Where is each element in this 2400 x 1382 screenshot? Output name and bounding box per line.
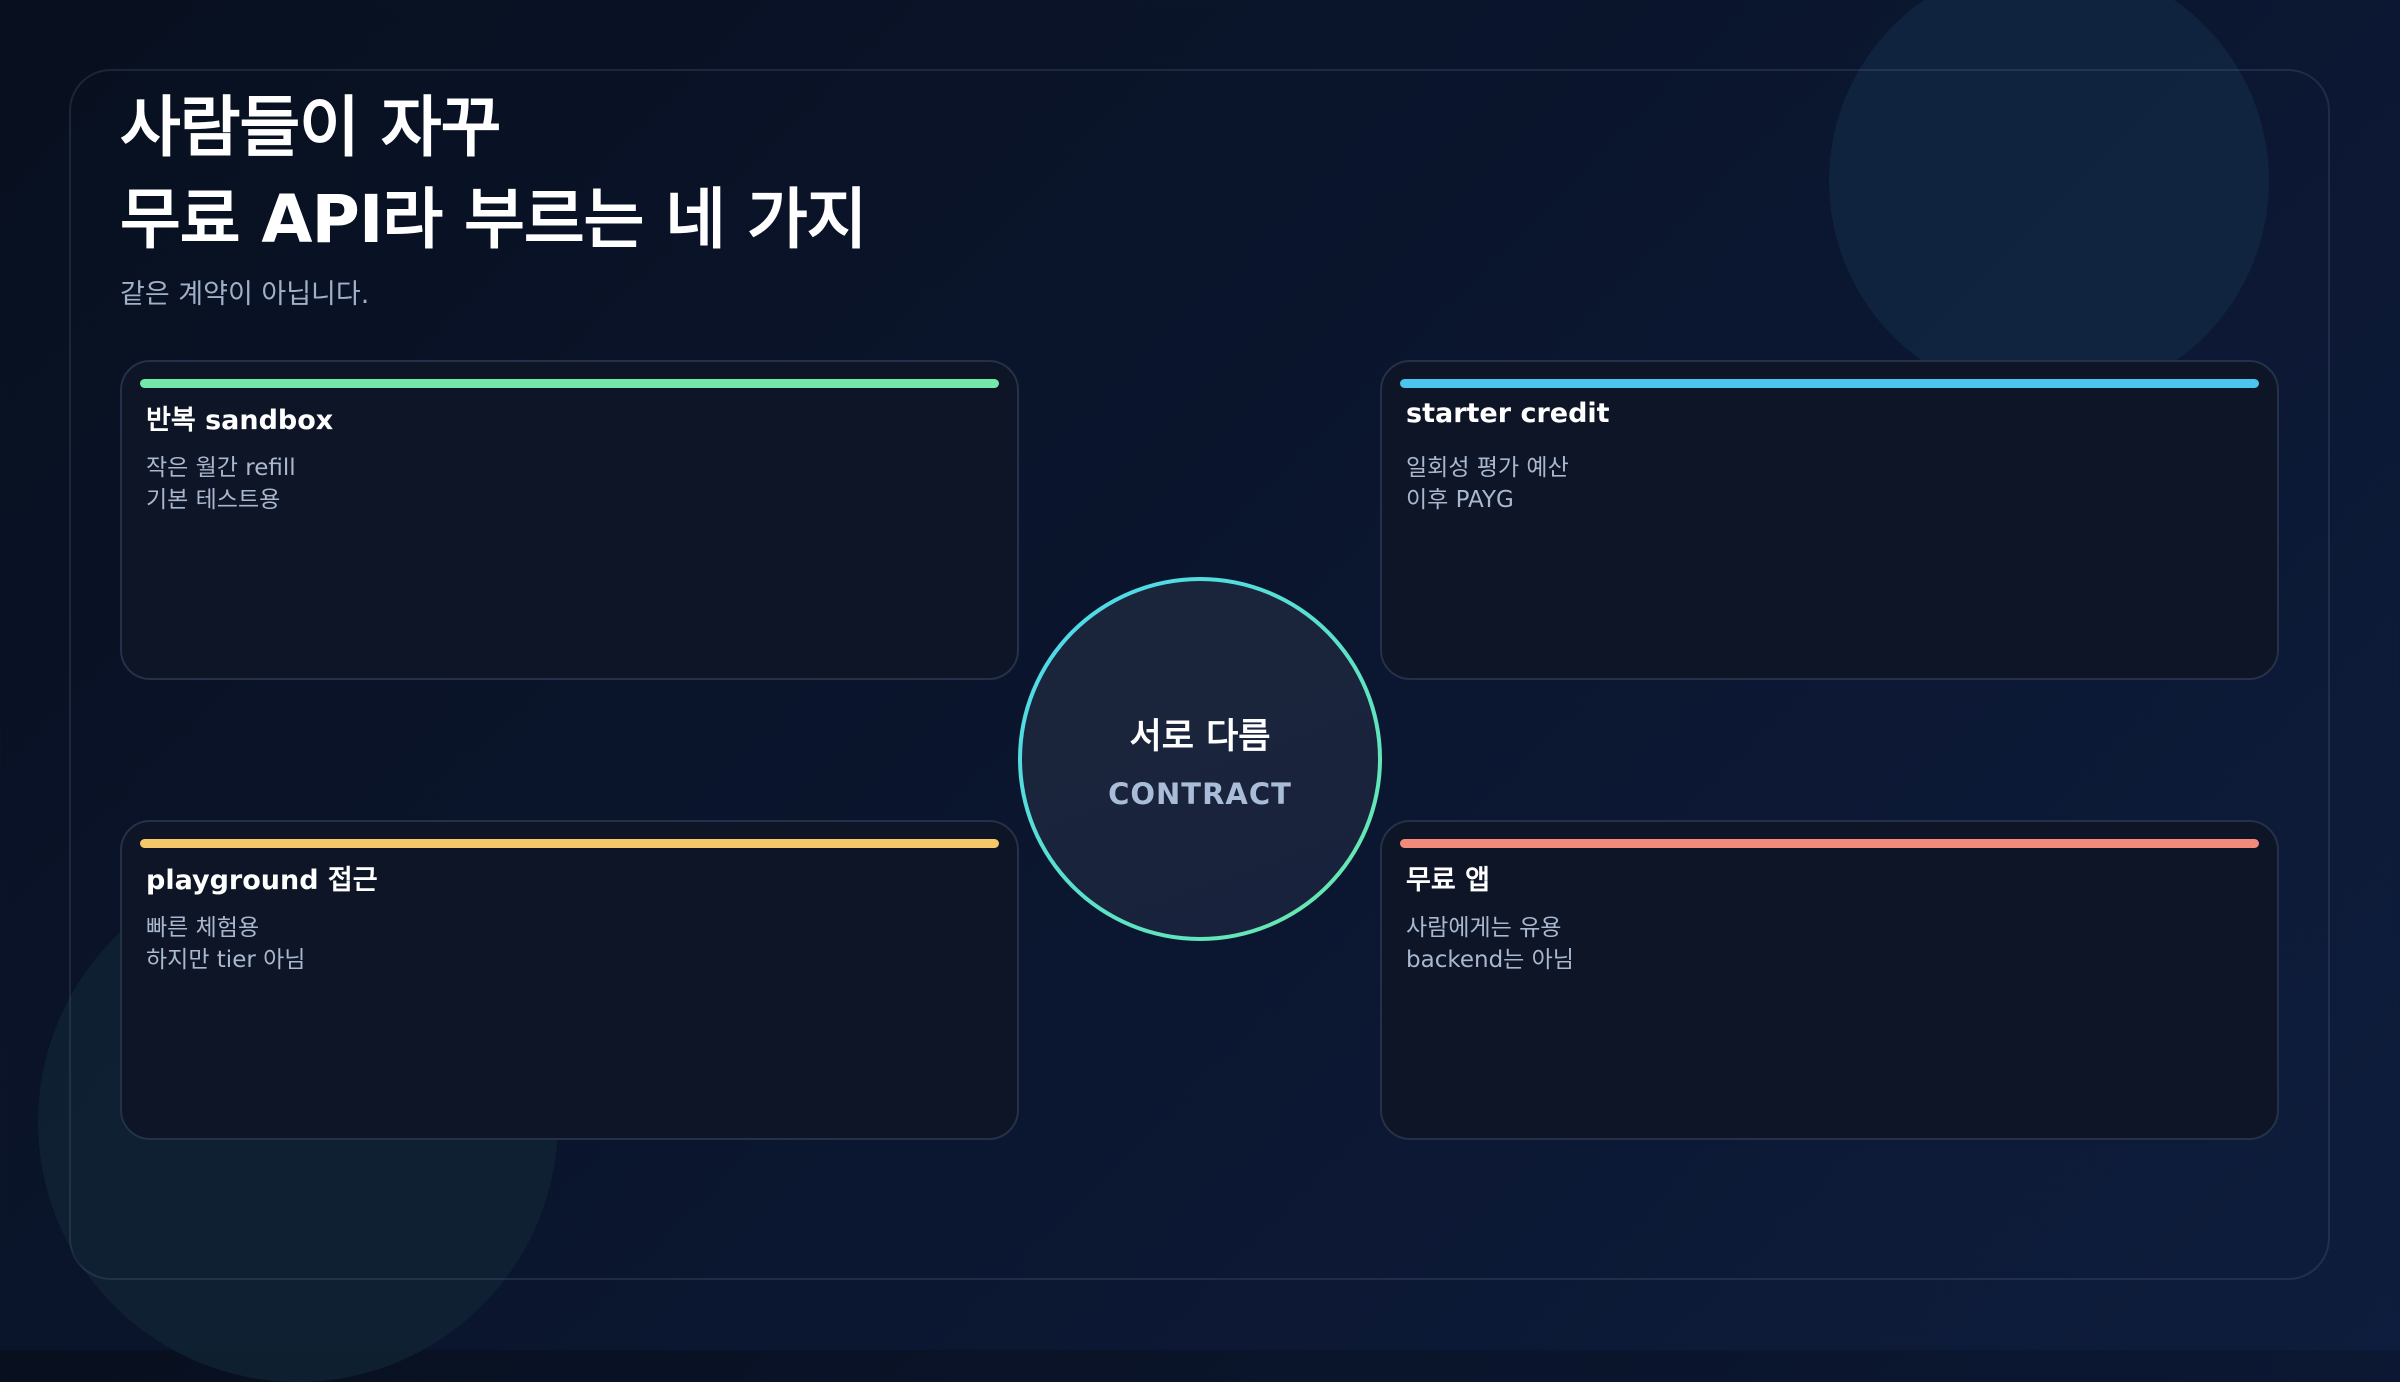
slide-frame [69,69,2330,1280]
card-body: 빠른 체험용 하지만 tier 아님 [146,912,305,976]
decorative-circle-top-right [1829,0,2269,401]
accent-bar [1400,839,2259,848]
card-line: 사람에게는 유용 [1406,915,1562,941]
accent-bar [1400,379,2259,388]
center-sublabel: CONTRACT [1108,776,1292,811]
card-line: 기본 테스트용 [146,487,281,513]
card-title: starter credit [1406,398,1610,429]
card-body: 작은 월간 refill 기본 테스트용 [146,452,296,516]
title-line-1: 사람들이 자꾸 [120,89,501,166]
card-body: 사람에게는 유용 backend는 아님 [1406,912,1574,976]
center-label: 서로 다름 [1129,716,1271,757]
card-free-app: 무료 앱 사람에게는 유용 backend는 아님 [1380,820,2279,1140]
page-title: 사람들이 자꾸 무료 API라 부르는 네 가지 [120,82,867,266]
card-title: playground 접근 [146,865,378,896]
title-line-2: 무료 API라 부르는 네 가지 [120,181,867,258]
card-title: 무료 앱 [1406,865,1490,896]
card-line: 작은 월간 refill [146,455,296,481]
card-line: 일회성 평가 예산 [1406,455,1569,481]
card-line: 이후 PAYG [1406,487,1514,513]
accent-bar [140,839,999,848]
card-line: 하지만 tier 아님 [146,947,306,973]
card-title: 반복 sandbox [146,405,334,436]
card-sandbox: 반복 sandbox 작은 월간 refill 기본 테스트용 [120,360,1019,680]
card-starter-credit: starter credit 일회성 평가 예산 이후 PAYG [1380,360,2279,680]
card-line: backend는 아님 [1406,947,1574,973]
card-body: 일회성 평가 예산 이후 PAYG [1406,452,1569,516]
subtitle: 같은 계약이 아닙니다. [120,279,370,310]
card-playground: playground 접근 빠른 체험용 하지만 tier 아님 [120,820,1019,1140]
card-line: 빠른 체험용 [146,915,260,941]
accent-bar [140,379,999,388]
center-circle: 서로 다름 CONTRACT [1018,577,1382,941]
